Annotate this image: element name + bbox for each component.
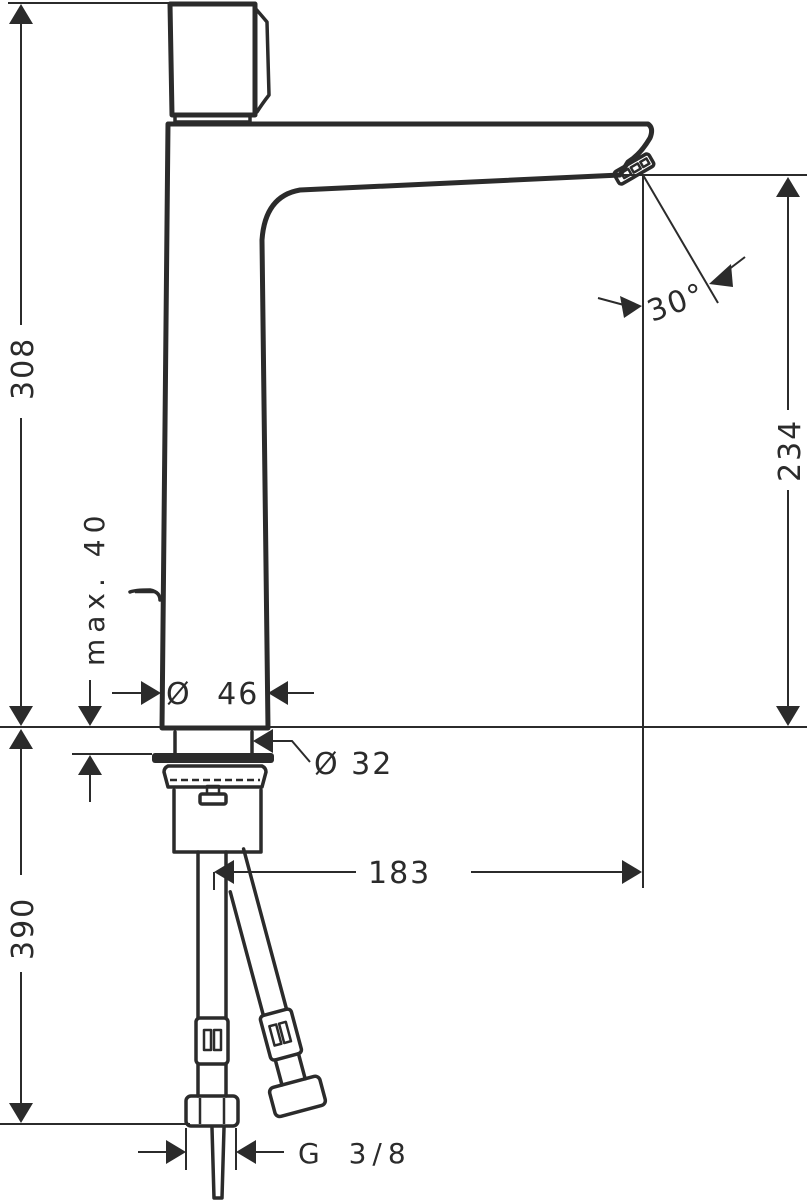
spout-angle-label: 30°: [643, 276, 711, 329]
hose-length-label: 390: [6, 897, 41, 960]
body-spout-outline: [159, 121, 655, 731]
mounting-assembly: [152, 730, 274, 854]
faucet-body: [128, 1, 656, 731]
shank-diameter-label: Ø 32: [314, 747, 393, 782]
body-diameter-label: Ø 46: [166, 677, 259, 712]
washer: [152, 753, 274, 763]
spout-height-label: 234: [773, 419, 807, 482]
spout-reach-label: 183: [368, 856, 431, 891]
popup-lever: [128, 588, 162, 602]
max-deck-thickness-label: max. 40: [78, 510, 111, 666]
mounting-nut: [162, 764, 268, 789]
connection-thread-label: G 3/8: [298, 1137, 412, 1170]
shank: [172, 788, 263, 854]
total-height-label: 308: [6, 337, 41, 400]
dimension-lines: [0, 2, 807, 1170]
handle-cap: [167, 1, 258, 118]
supply-hoses: [184, 847, 328, 1200]
handle-grip: [253, 6, 271, 114]
